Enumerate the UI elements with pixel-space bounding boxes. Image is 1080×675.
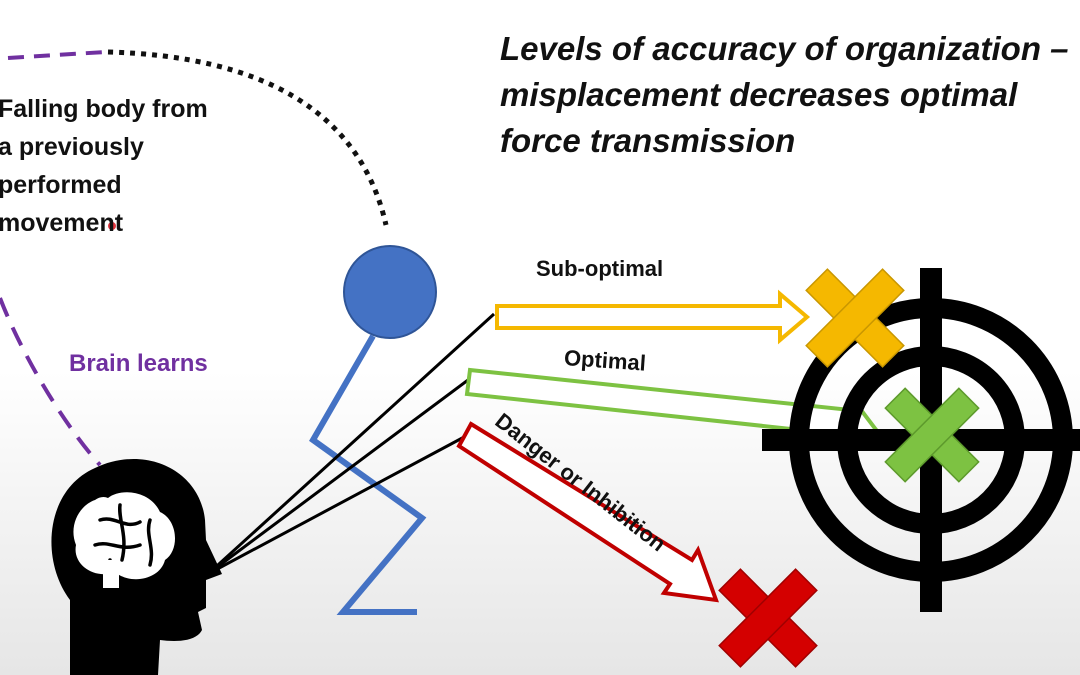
connection-lines — [206, 312, 496, 576]
brain-learns-label: Brain learns — [69, 350, 208, 377]
sub-optimal-label: Sub-optimal — [536, 256, 664, 281]
slide-title: Levels of accuracy of organization – mis… — [500, 26, 1080, 164]
title-line: force transmission — [500, 122, 796, 159]
figure-head — [343, 245, 437, 339]
feedback-dashed-curve — [0, 297, 102, 467]
title-line: Levels of accuracy of organization – — [500, 30, 1069, 67]
figure-body — [309, 334, 427, 615]
falling-body-note: Falling body from a previously performed… — [0, 90, 238, 242]
note-line: a previously — [0, 133, 144, 161]
stick-figure — [309, 245, 437, 615]
arrow-sub-optimal — [495, 289, 811, 345]
x-mark-icon — [884, 387, 980, 483]
note-line: movement — [0, 209, 124, 237]
head-brain-icon — [51, 458, 223, 675]
trajectory-dotted — [107, 49, 389, 226]
x-mark-icon — [718, 568, 818, 668]
note-line: performed — [0, 171, 122, 199]
pointer-dot — [108, 222, 116, 230]
trajectory-dashed — [7, 50, 106, 60]
arrow-danger — [456, 421, 719, 603]
x-mark-icon — [805, 268, 905, 368]
title-line: misplacement decreases optimal — [500, 76, 1018, 113]
note-line: Falling body from — [0, 95, 208, 123]
